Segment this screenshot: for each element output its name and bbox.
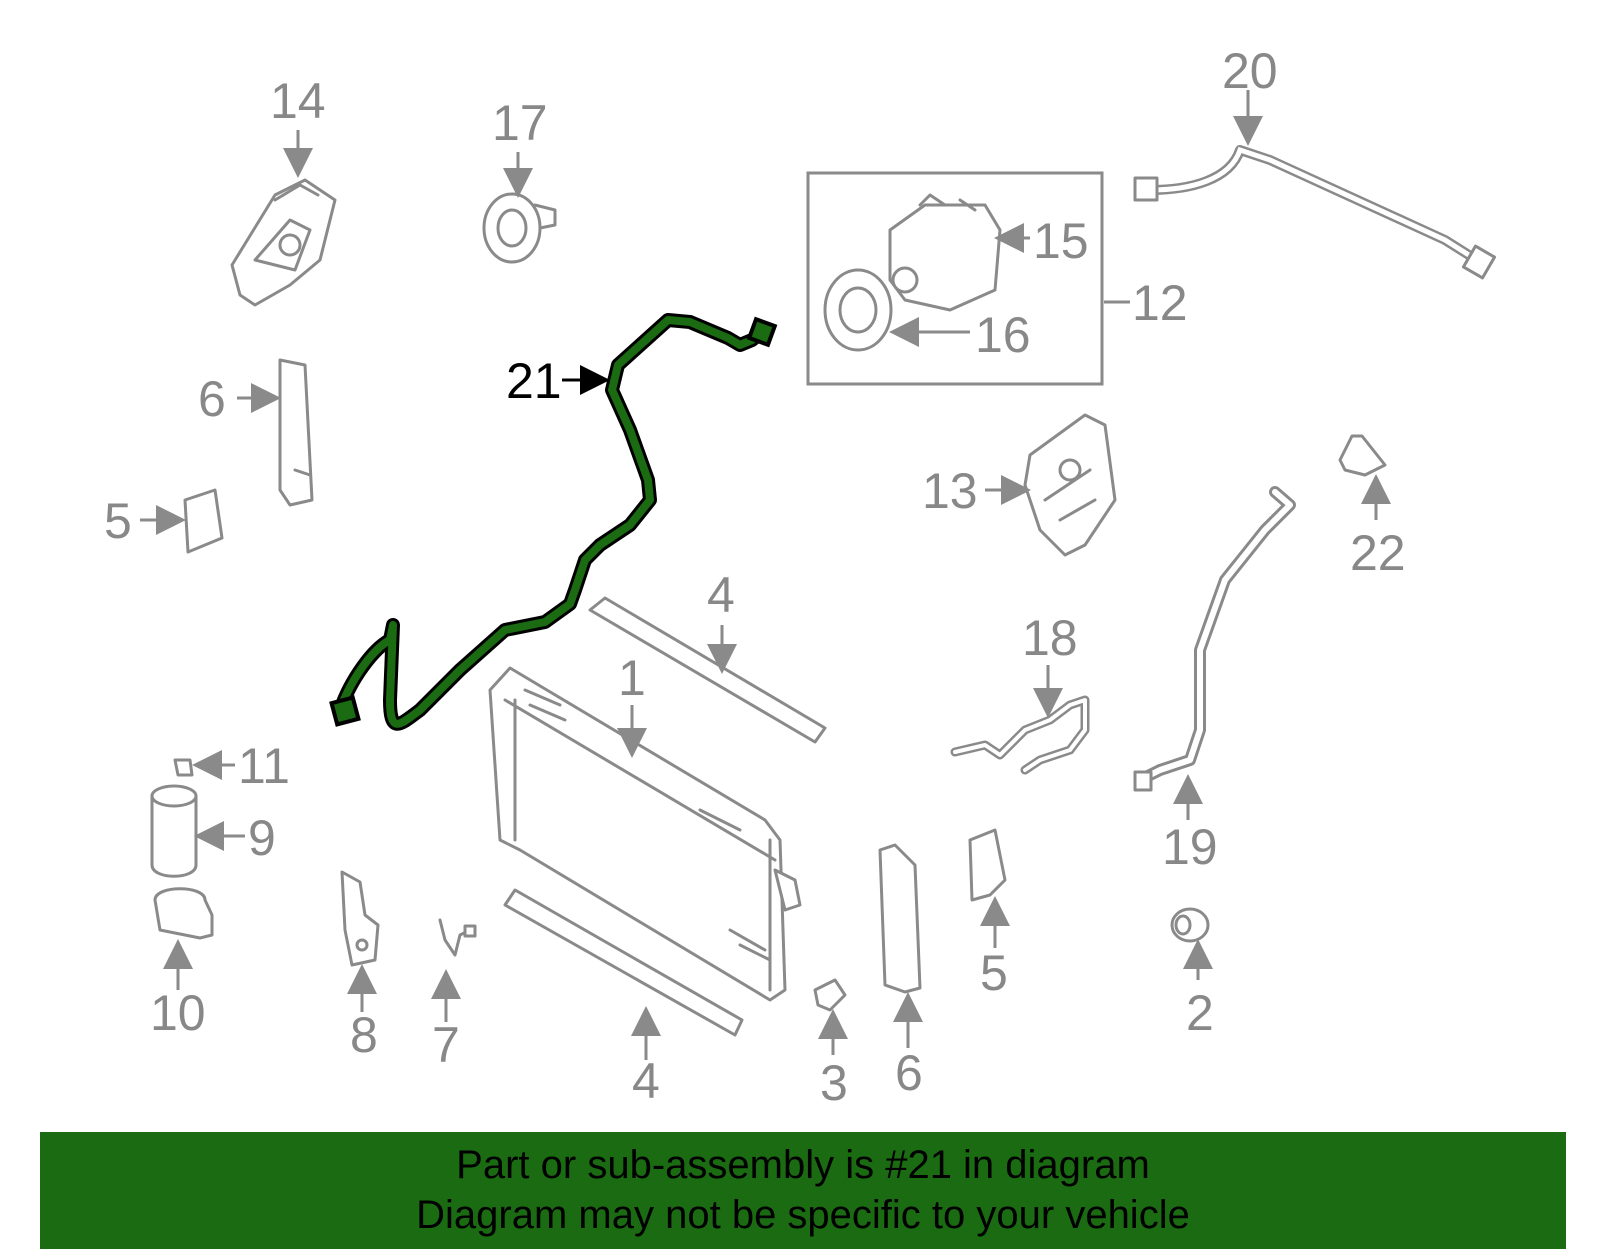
label-7: 7: [432, 1017, 460, 1073]
label-5-right: 5: [980, 945, 1008, 1001]
part-20-hose[interactable]: [1133, 90, 1497, 280]
label-1: 1: [618, 650, 646, 706]
label-16: 16: [975, 307, 1031, 363]
part-12-compressor-assembly[interactable]: [806, 171, 1130, 386]
part-13-bracket[interactable]: [985, 413, 1117, 557]
label-15: 15: [1033, 213, 1089, 269]
label-10: 10: [150, 985, 206, 1041]
info-banner: Part or sub-assembly is #21 in diagram D…: [40, 1132, 1566, 1249]
label-2: 2: [1186, 985, 1214, 1041]
part-6-seal-left[interactable]: [237, 358, 314, 507]
part-22-bracket[interactable]: [1338, 434, 1391, 520]
label-17: 17: [492, 95, 548, 151]
part-11-switch[interactable]: [173, 750, 235, 780]
part-6-seal-right[interactable]: [878, 843, 923, 1048]
part-14-bracket[interactable]: [230, 130, 337, 307]
part-8-bracket[interactable]: [340, 870, 380, 1012]
label-20: 20: [1222, 43, 1278, 99]
label-9: 9: [248, 810, 276, 866]
label-22: 22: [1350, 525, 1406, 581]
part-1-condenser[interactable]: [488, 666, 802, 1002]
part-17-pulley[interactable]: [482, 152, 557, 264]
label-11: 11: [238, 738, 290, 794]
part-2-grommet[interactable]: [1170, 907, 1213, 980]
banner-line-1: Part or sub-assembly is #21 in diagram: [456, 1143, 1150, 1187]
label-4-top: 4: [707, 567, 735, 623]
label-3: 3: [820, 1055, 848, 1111]
part-21-discharge-hose[interactable]: [329, 313, 778, 731]
label-6-left: 6: [198, 371, 226, 427]
label-21: 21: [506, 353, 562, 409]
banner-line-2: Diagram may not be specific to your vehi…: [416, 1193, 1190, 1237]
label-4-bottom: 4: [632, 1053, 660, 1109]
label-5-left: 5: [104, 493, 132, 549]
part-10-drier-bracket[interactable]: [153, 887, 214, 990]
part-5-bracket-right[interactable]: [968, 828, 1010, 948]
part-18-line[interactable]: [950, 665, 1090, 775]
part-7-sensor[interactable]: [431, 918, 477, 1022]
part-4-seal-bottom[interactable]: [503, 888, 744, 1060]
part-3-clip[interactable]: [813, 978, 848, 1055]
part-5-bracket-left[interactable]: [140, 488, 224, 554]
label-8: 8: [350, 1007, 378, 1063]
label-6-right: 6: [895, 1045, 923, 1101]
label-14: 14: [270, 73, 326, 129]
label-18: 18: [1022, 610, 1078, 666]
part-19-hose[interactable]: [1133, 486, 1296, 820]
label-13: 13: [922, 463, 978, 519]
part-4-seal-top[interactable]: [588, 596, 827, 744]
label-12: 12: [1132, 275, 1188, 331]
label-19: 19: [1162, 819, 1218, 875]
part-9-receiver-drier[interactable]: [150, 784, 245, 878]
